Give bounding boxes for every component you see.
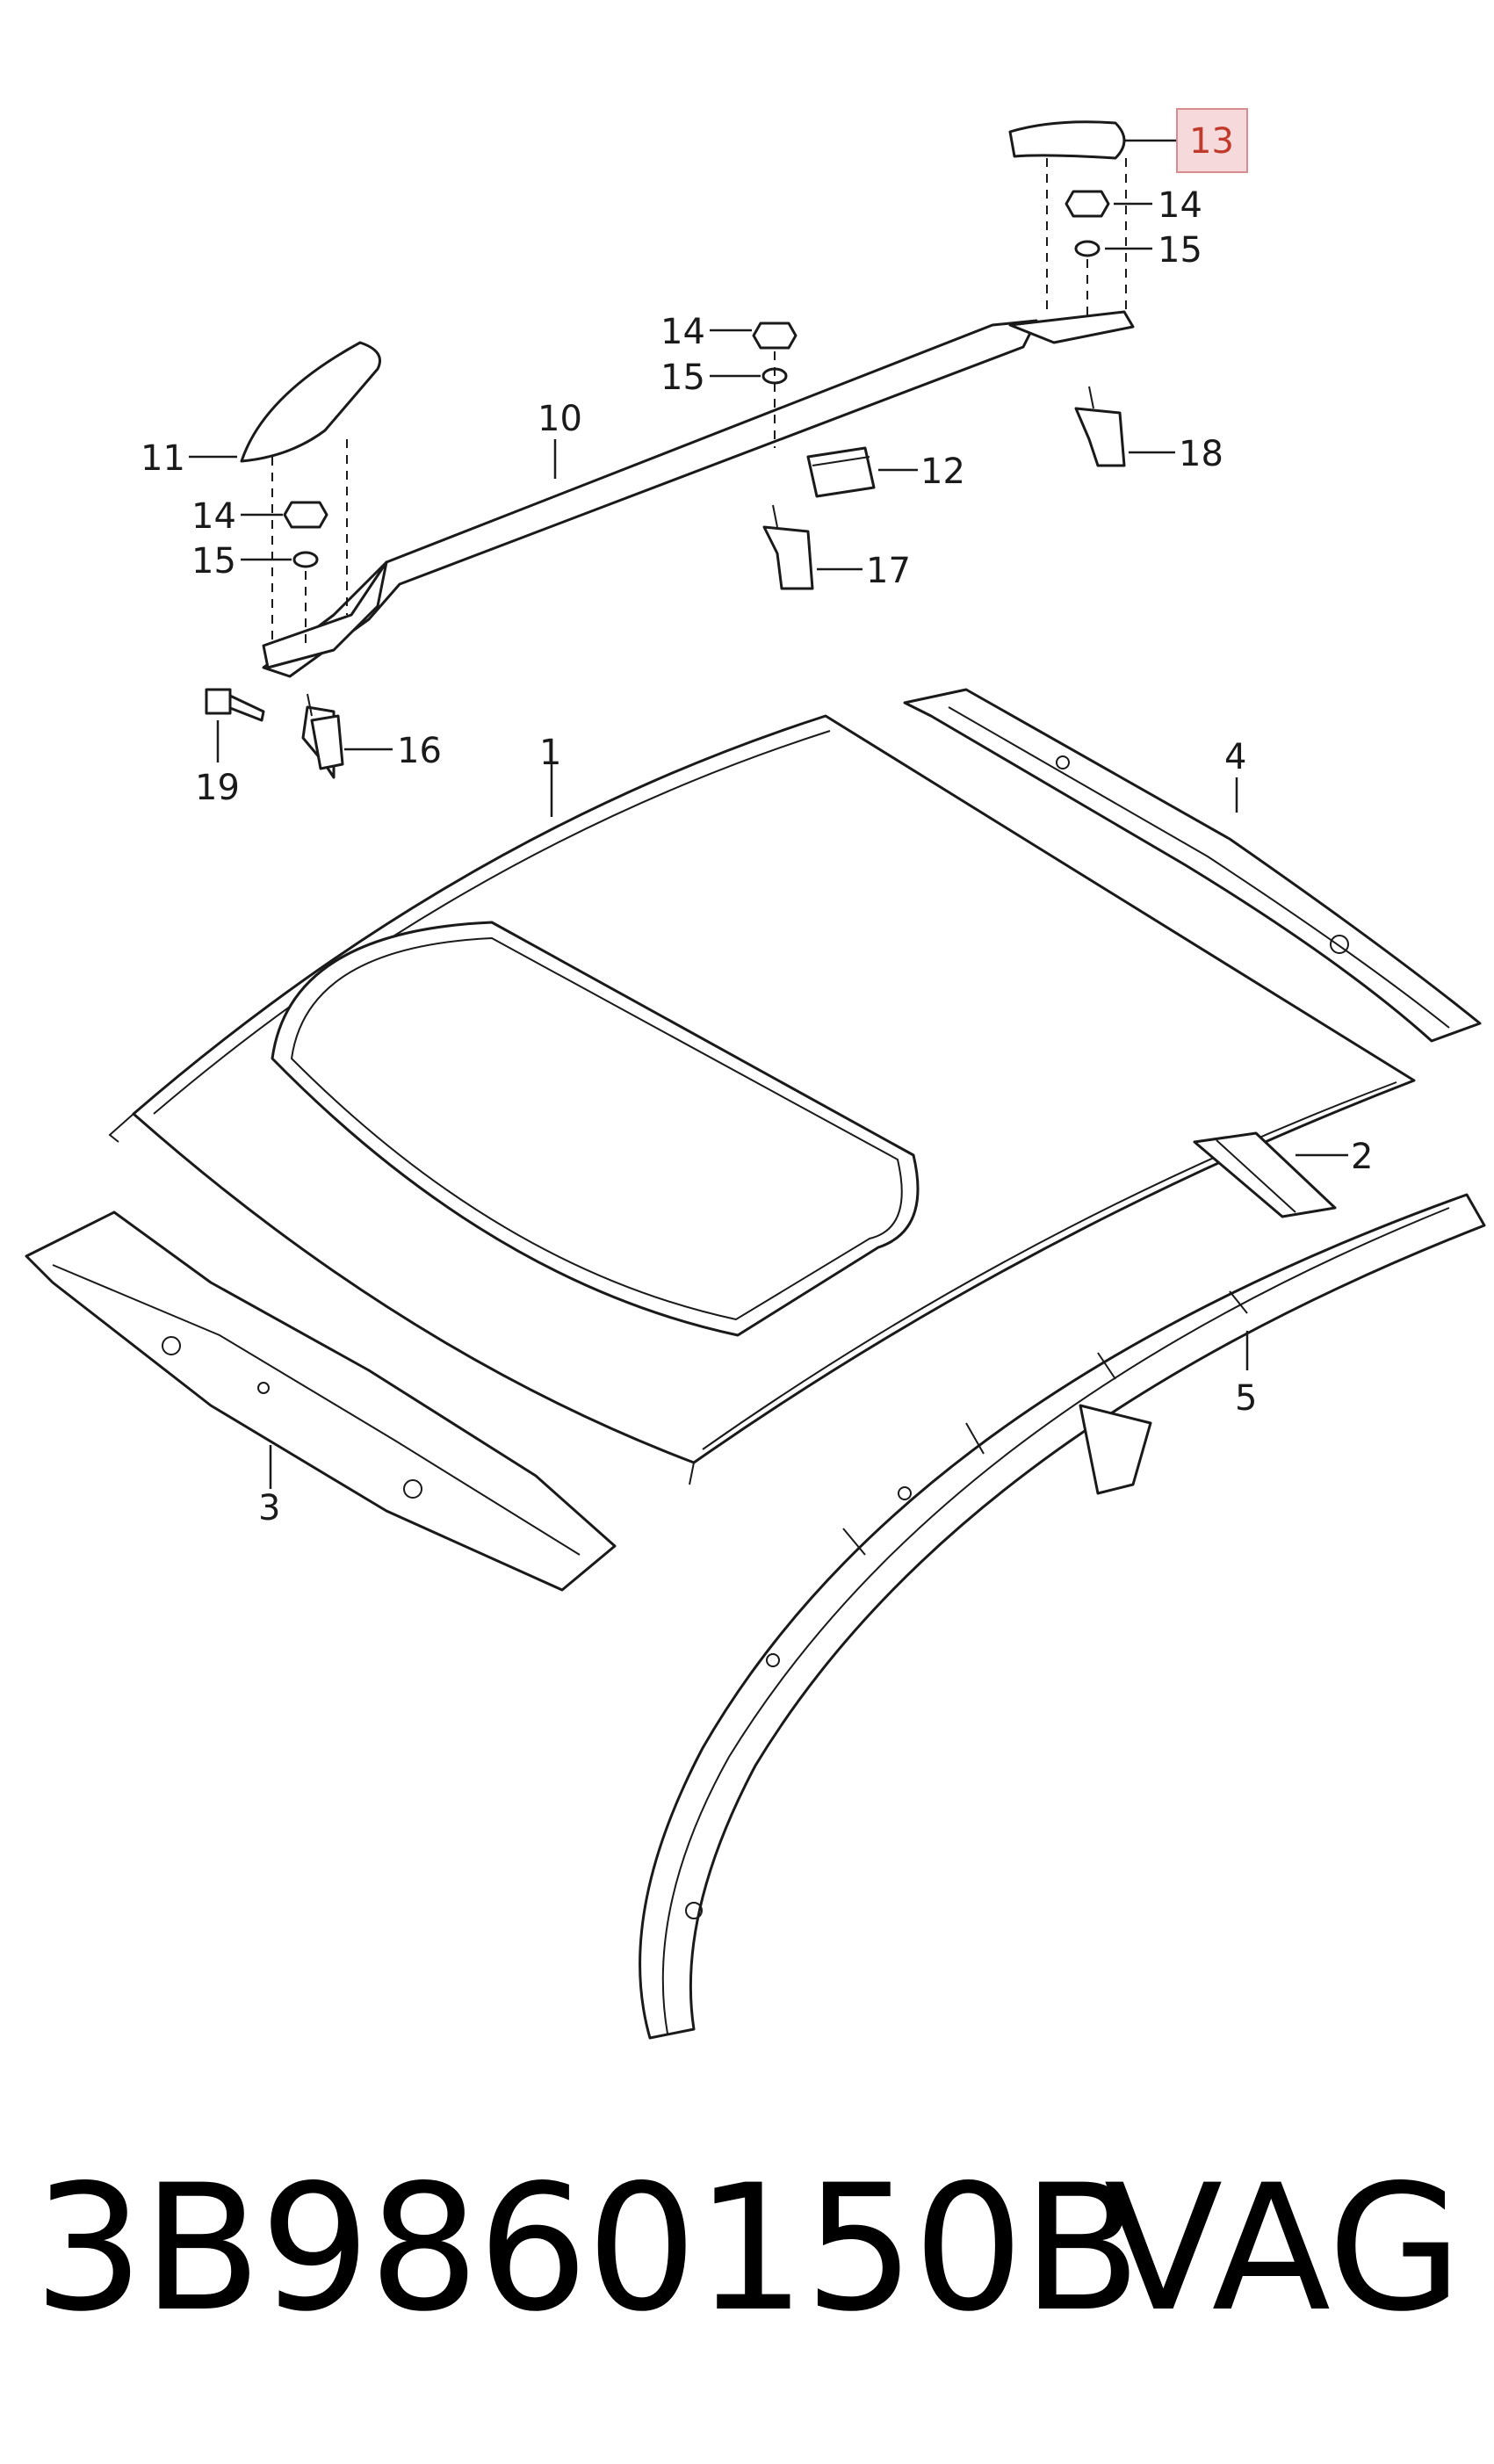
callout-18: 18 [1179, 434, 1223, 474]
roof-cross-member [1193, 1131, 1337, 1218]
callout-5: 5 [1235, 1378, 1257, 1419]
callout-1: 1 [539, 733, 561, 773]
exploded-parts-diagram: 1 2 3 4 5 10 11 12 13 14 15 14 [25, 108, 1486, 2040]
callout-14-center: 14 [660, 312, 705, 352]
callout-19: 19 [195, 768, 240, 808]
roof-crossbar [262, 310, 1135, 678]
crossbar-end-cap-left [240, 341, 381, 463]
callout-3: 3 [258, 1488, 280, 1528]
roof-side-frame [639, 1193, 1486, 2040]
callout-16: 16 [397, 731, 442, 771]
callout-labels: 1 2 3 4 5 10 11 12 13 14 15 14 [141, 108, 1373, 1528]
clip [806, 446, 876, 498]
part-footer: 3B9860150B VAG [0, 2143, 1494, 2389]
hardware [271, 158, 1127, 650]
roof-panel [108, 714, 1416, 1485]
callout-13: 13 [1189, 121, 1234, 162]
callout-14-left: 14 [191, 496, 236, 537]
callout-11: 11 [141, 438, 185, 479]
callout-17: 17 [866, 551, 911, 591]
brackets [301, 386, 1126, 779]
side-roof-rail [903, 688, 1482, 1043]
front-roof-frame [25, 1210, 617, 1592]
callout-4: 4 [1224, 737, 1246, 777]
crossbar-end-cap-right [1008, 120, 1126, 160]
bolt [205, 688, 265, 722]
callout-15-right: 15 [1158, 230, 1202, 271]
callout-2: 2 [1351, 1137, 1373, 1177]
callout-14-right: 14 [1158, 185, 1202, 226]
callout-15-left: 15 [191, 541, 236, 582]
callout-10: 10 [538, 399, 582, 439]
brand-name: VAG [1103, 2147, 1462, 2350]
callout-15-center: 15 [660, 358, 705, 398]
part-number: 3B9860150B [33, 2147, 1141, 2350]
callout-13-highlight [1176, 108, 1248, 173]
callout-12: 12 [920, 452, 965, 492]
